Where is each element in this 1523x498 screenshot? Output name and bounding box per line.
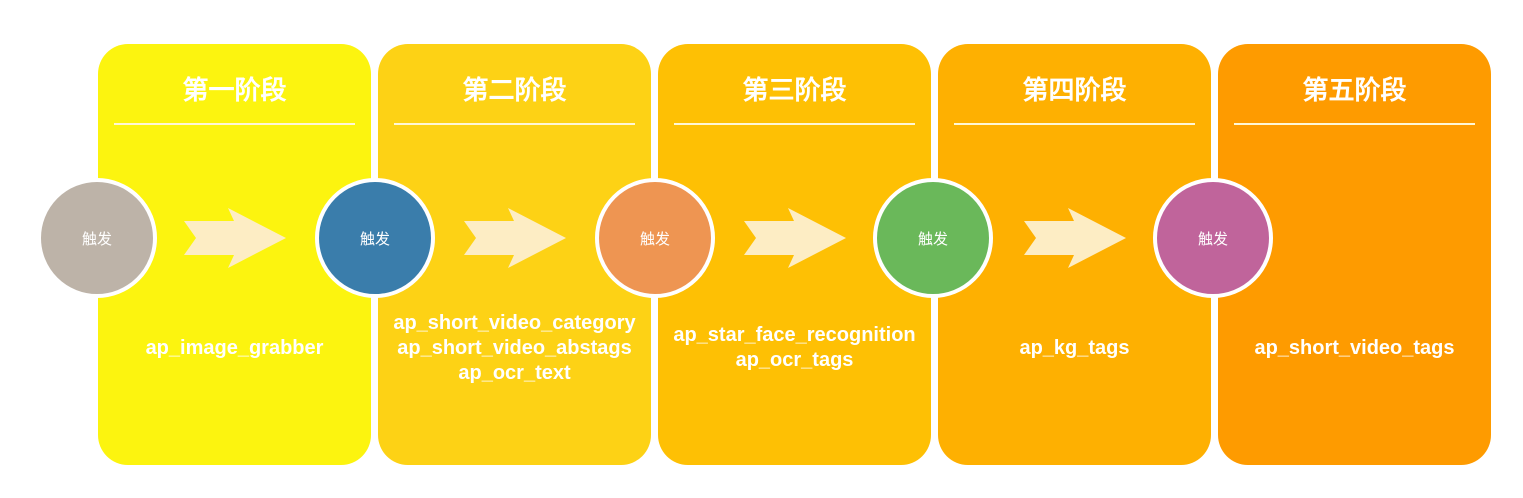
stage-title: 第四阶段 [1022, 76, 1127, 106]
task-item: ap_short_video_tags [1254, 336, 1455, 359]
flow-arrow-shape [184, 208, 286, 268]
stage-divider [1234, 123, 1475, 125]
trigger-node-4: 触发 [873, 178, 993, 298]
flow-arrow-shape [1024, 208, 1126, 268]
task-item: ap_image_grabber [145, 336, 324, 359]
trigger-node-3: 触发 [595, 178, 715, 298]
stage-title: 第三阶段 [742, 76, 847, 106]
stage-divider [114, 123, 355, 125]
trigger-node-2: 触发 [315, 178, 435, 298]
stage-divider [674, 123, 915, 125]
flow-arrow-icon [184, 208, 286, 268]
stage-title: 第一阶段 [182, 76, 287, 106]
flow-arrow-shape [464, 208, 566, 268]
stage-divider [394, 123, 635, 125]
flow-arrow-icon [1024, 208, 1126, 268]
trigger-node-1: 触发 [37, 178, 157, 298]
stage-task-list: ap_short_video_category ap_short_video_a… [378, 302, 651, 394]
task-item: ap_short_video_category [393, 311, 636, 334]
trigger-label: 触发 [81, 229, 112, 248]
trigger-node-5: 触发 [1153, 178, 1273, 298]
stage-divider [954, 123, 1195, 125]
stage-task-list: ap_short_video_tags [1218, 302, 1491, 394]
task-item: ap_ocr_tags [735, 349, 854, 371]
task-item: ap_ocr_text [458, 361, 571, 384]
trigger-label: 触发 [359, 229, 390, 248]
flow-arrow-icon [744, 208, 846, 268]
trigger-label: 触发 [917, 229, 948, 248]
stage-task-list: ap_image_grabber [98, 302, 371, 394]
task-item: ap_kg_tags [1019, 336, 1130, 359]
task-item: ap_short_video_abstags [397, 336, 632, 359]
flow-arrow-shape [744, 208, 846, 268]
stage-title: 第五阶段 [1302, 76, 1407, 106]
flow-arrow-icon [464, 208, 566, 268]
trigger-label: 触发 [1197, 229, 1228, 248]
stage-task-list: ap_star_face_recognition ap_ocr_tags [658, 302, 931, 394]
trigger-label: 触发 [639, 229, 670, 248]
task-item: ap_star_face_recognition [673, 324, 916, 346]
stage-task-list: ap_kg_tags [938, 302, 1211, 394]
stage-title: 第二阶段 [462, 76, 567, 106]
